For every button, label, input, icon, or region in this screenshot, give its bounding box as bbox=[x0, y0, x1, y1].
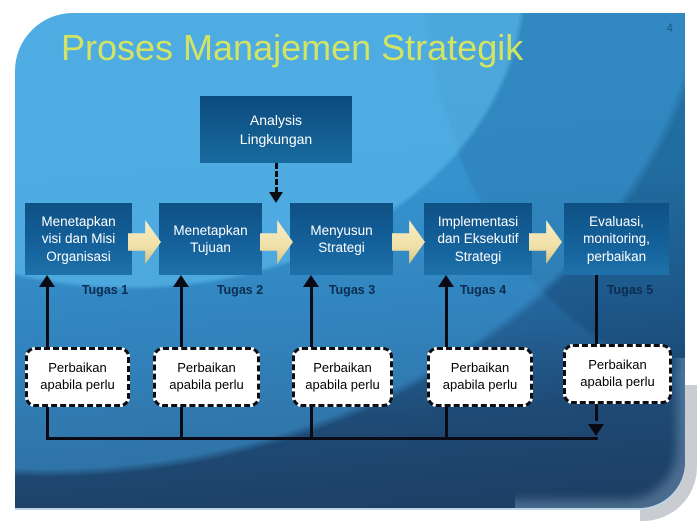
feedback-arrowhead-up-icon-2 bbox=[173, 275, 189, 287]
slide-title: Proses Manajemen Strategik bbox=[61, 27, 524, 68]
process-box-label: Menetapkan Tujuan bbox=[173, 222, 248, 255]
feedback-box-4: Perbaikan apabila perlu bbox=[427, 347, 533, 407]
feedback-box-label: Perbaikan apabila perlu bbox=[169, 360, 244, 392]
environment-analysis-box: Analysis Lingkungan bbox=[200, 96, 352, 163]
process-box-evaluation: Evaluasi, monitoring, perbaikan bbox=[564, 203, 669, 275]
task-label-3: Tugas 3 bbox=[328, 283, 376, 297]
feedback-arrowhead-up-icon-1 bbox=[39, 275, 55, 287]
flow-arrow-icon-2-3 bbox=[260, 220, 293, 264]
feedback-box-label: Perbaikan apabila perlu bbox=[442, 360, 518, 392]
flow-arrow-icon-4-5 bbox=[529, 220, 562, 264]
flow-arrow-icon-1-2 bbox=[128, 220, 161, 264]
feedback-box-label: Perbaikan apabila perlu bbox=[40, 360, 115, 392]
feedback-arrowhead-down-icon-5 bbox=[588, 424, 604, 436]
feedback-box-label: Perbaikan apabila perlu bbox=[305, 360, 380, 392]
feedback-arrowhead-up-icon-4 bbox=[438, 275, 454, 287]
process-box-strategy: Menyusun Strategi bbox=[290, 203, 393, 275]
process-box-implementation: Implementasi dan Eksekutif Strategi bbox=[424, 203, 532, 275]
flow-arrow-icon-3-4 bbox=[392, 220, 425, 264]
environment-connector-arrowhead-icon bbox=[269, 192, 283, 203]
process-box-vision-mission: Menetapkan visi dan Misi Organisasi bbox=[25, 203, 132, 275]
task-label-2: Tugas 2 bbox=[216, 283, 264, 297]
feedback-box-3: Perbaikan apabila perlu bbox=[292, 347, 393, 407]
environment-connector-line bbox=[275, 163, 278, 193]
task-label-4: Tugas 4 bbox=[459, 283, 507, 297]
feedback-box-1: Perbaikan apabila perlu bbox=[25, 347, 130, 407]
environment-analysis-label: Analysis Lingkungan bbox=[239, 112, 313, 147]
page-number: 4 bbox=[666, 21, 673, 35]
feedback-box-2: Perbaikan apabila perlu bbox=[153, 347, 260, 407]
task-label-1: Tugas 1 bbox=[81, 283, 129, 297]
feedback-arrowhead-up-icon-3 bbox=[303, 275, 319, 287]
slide-panel: 4 Proses Manajemen Strategik Analysis Li… bbox=[15, 13, 685, 508]
process-box-goals: Menetapkan Tujuan bbox=[159, 203, 262, 275]
process-box-label: Menyusun Strategi bbox=[310, 222, 373, 255]
feedback-box-5: Perbaikan apabila perlu bbox=[563, 344, 672, 404]
process-box-label: Implementasi dan Eksekutif Strategi bbox=[437, 214, 519, 264]
process-box-label: Evaluasi, monitoring, perbaikan bbox=[583, 214, 650, 264]
task-label-5: Tugas 5 bbox=[606, 283, 654, 297]
process-box-label: Menetapkan visi dan Misi Organisasi bbox=[41, 214, 116, 264]
feedback-baseline bbox=[46, 437, 598, 440]
feedback-box-label: Perbaikan apabila perlu bbox=[580, 357, 655, 389]
